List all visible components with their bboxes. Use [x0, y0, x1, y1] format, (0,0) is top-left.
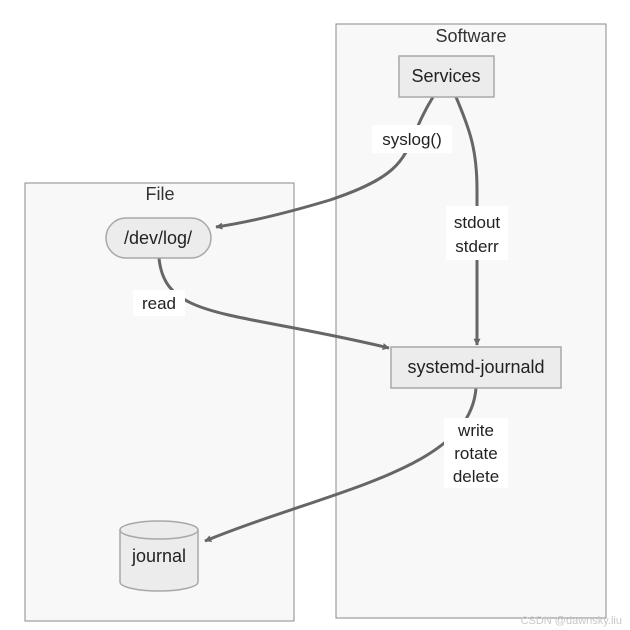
edge-label-read: read: [142, 294, 176, 313]
node-services-box: [398, 55, 495, 98]
node-devlog: /dev/log/: [105, 217, 212, 259]
node-journald-label: systemd-journald: [407, 357, 544, 377]
edge-label-write: write: [457, 421, 494, 440]
edge-label-stdout: stdout: [454, 213, 501, 232]
watermark-text: CSDN @dawnsky.liu: [521, 615, 622, 627]
cluster-file-label: File: [145, 184, 174, 204]
edge-journald-to-journal: [204, 387, 478, 543]
edge-label-delete: delete: [453, 467, 499, 486]
edge-labels: syslog() stdout stderr read write rotate…: [133, 125, 508, 488]
edge-label-stderr: stderr: [455, 237, 499, 256]
node-journald: systemd-journald: [390, 346, 562, 389]
edge-services-to-journald: [454, 96, 481, 346]
node-journal: journal: [119, 520, 199, 592]
node-journal-label: journal: [131, 546, 186, 566]
node-journald-box: [390, 346, 562, 389]
cluster-software-box: [335, 23, 607, 619]
node-services-label: Services: [411, 66, 480, 86]
edge-label-rotate: rotate: [454, 444, 497, 463]
edge-label-syslog: syslog(): [382, 130, 442, 149]
edge-devlog-to-journald: [157, 257, 390, 350]
node-services: Services: [398, 55, 495, 98]
node-journal-top: [119, 520, 199, 540]
cluster-software-label: Software: [435, 26, 506, 46]
node-journal-body: [119, 530, 199, 592]
cluster-software: Software: [335, 23, 607, 619]
node-devlog-label: /dev/log/: [124, 228, 192, 248]
node-devlog-box: [105, 217, 212, 259]
